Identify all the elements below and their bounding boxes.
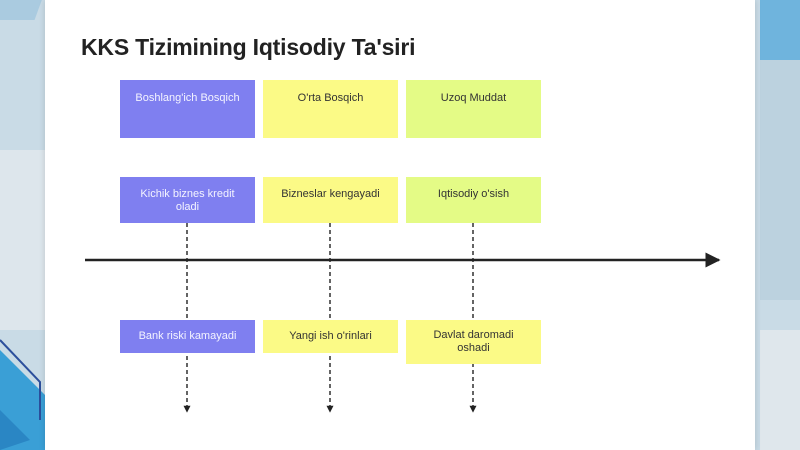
event-label-early: Kichik biznes kredit oladi xyxy=(140,188,235,213)
slide-title: KKS Tizimining Iqtisodiy Ta'siri xyxy=(81,34,416,60)
stage-label-long-term: Uzoq Muddat xyxy=(440,92,507,104)
outcome-box-middle: Yangi ish o'rinlari xyxy=(263,320,398,353)
outcome-label-long-term: Davlat daromadi oshadi xyxy=(433,329,514,354)
outcome-box-long-term: Davlat daromadi oshadi xyxy=(406,320,541,364)
outcome-label-middle: Yangi ish o'rinlari xyxy=(289,330,372,342)
stage-box-long-term: Uzoq Muddat xyxy=(406,80,541,138)
timeline-svg xyxy=(85,223,721,413)
event-label-middle: Bizneslar kengayadi xyxy=(281,188,380,200)
event-label-long-term: Iqtisodiy o'sish xyxy=(437,188,510,200)
event-box-middle: Bizneslar kengayadi xyxy=(263,177,398,223)
background-shape-top-left xyxy=(0,0,46,20)
background-shape-right xyxy=(760,60,800,300)
background-shape-left-middle xyxy=(0,150,45,330)
slide: KKS Tizimining Iqtisodiy Ta'siri Boshlan… xyxy=(45,0,755,450)
outcome-box-early: Bank riski kamayadi xyxy=(120,320,255,353)
stage-box-early: Boshlang'ich Bosqich xyxy=(120,80,255,138)
background-shape-left-bottom xyxy=(0,339,45,450)
outcome-label-early: Bank riski kamayadi xyxy=(138,330,237,342)
event-box-long-term: Iqtisodiy o'sish xyxy=(406,177,541,223)
stage-label-middle: O'rta Bosqich xyxy=(297,92,364,104)
stage-box-middle: O'rta Bosqich xyxy=(263,80,398,138)
stage-label-early: Boshlang'ich Bosqich xyxy=(135,92,240,104)
event-box-early: Kichik biznes kredit oladi xyxy=(120,177,255,223)
background-shape-right-bottom xyxy=(760,330,800,450)
